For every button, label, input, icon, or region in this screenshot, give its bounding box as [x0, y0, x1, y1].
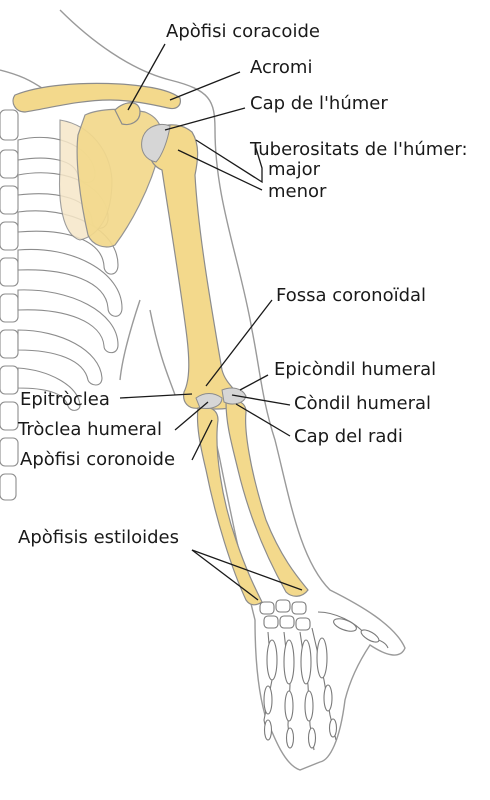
- leader-tuberositat-menor: [177, 149, 263, 191]
- leader-apofisi-coronoide: [191, 419, 213, 461]
- humerus: [141, 124, 241, 410]
- leader-condil: [231, 394, 291, 406]
- hand-bones: [259, 599, 389, 751]
- label-cap-humer: Cap de l'húmer: [250, 93, 388, 114]
- label-tuberositat-major: major: [268, 159, 320, 180]
- leader-epitroclea: [119, 393, 193, 399]
- leader-epicondil: [239, 374, 269, 391]
- label-tuberositats: Tuberositats de l'húmer:: [250, 139, 468, 160]
- label-apofisis-estiloides: Apòfisis estiloides: [18, 527, 179, 548]
- label-apofisi-coracoide: Apòfisi coracoide: [166, 21, 320, 42]
- leader-lines: [119, 43, 303, 601]
- label-fossa-coronoidal: Fossa coronoïdal: [276, 285, 427, 306]
- leader-estiloides-radi: [191, 549, 259, 601]
- label-acromi: Acromi: [250, 57, 313, 78]
- label-epicondil-humeral: Epicòndil humeral: [274, 359, 437, 380]
- label-condil-humeral: Còndil humeral: [294, 393, 431, 414]
- leader-cap-humer: [164, 107, 246, 131]
- leader-estiloides-ulna: [191, 549, 303, 591]
- label-tuberositat-menor: menor: [268, 181, 327, 202]
- label-epitroclea: Epitròclea: [20, 389, 110, 410]
- leader-fossa-coronoidal: [205, 299, 273, 387]
- label-cap-radi: Cap del radi: [294, 426, 403, 447]
- leader-acromi: [169, 71, 241, 101]
- leader-apofisi-coracoide: [127, 43, 166, 111]
- label-troclea-humeral: Tròclea humeral: [18, 419, 162, 440]
- leader-cap-radi: [235, 403, 291, 437]
- leader-troclea: [174, 401, 209, 431]
- forearm-bones: [195, 387, 309, 606]
- leader-tuberositat-major: [195, 139, 263, 184]
- label-apofisi-coronoide: Apòfisi coronoide: [20, 449, 176, 470]
